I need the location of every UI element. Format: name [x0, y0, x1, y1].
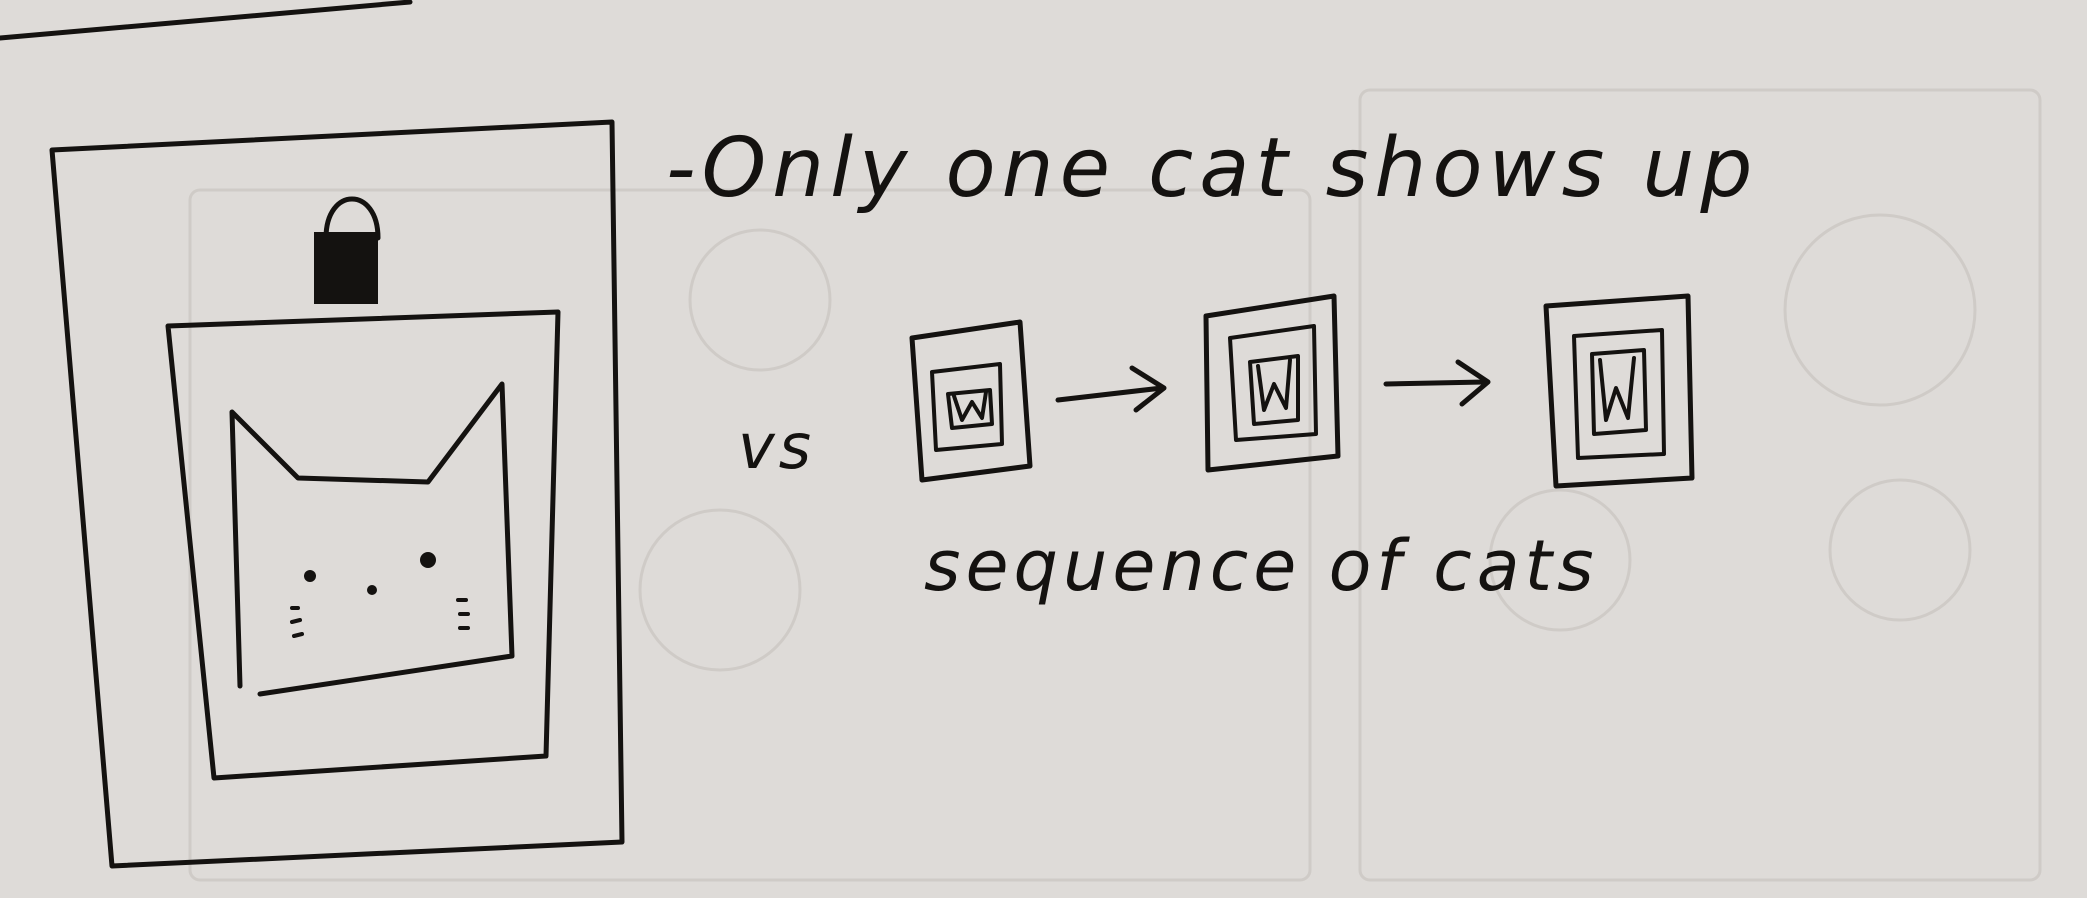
paper-bleed-through: [188, 88, 2042, 882]
right-arrow-icon: [1055, 365, 1167, 413]
mini-cat-frame-icon: [1543, 293, 1695, 489]
mini-cat-frame-icon: [1203, 293, 1341, 473]
note-only-one-cat: -Only one cat shows up: [666, 121, 1758, 216]
locked-cat-frame-icon: [49, 119, 625, 869]
mini-cat-frame-icon: [909, 319, 1033, 483]
note-sequence-of-cats: sequence of cats: [924, 525, 1599, 607]
cat-face-icon: [229, 381, 515, 697]
note-vs: vs: [738, 410, 815, 483]
right-arrow-icon: [1383, 359, 1491, 407]
inner-frame: [165, 309, 561, 781]
padlock-icon: [314, 196, 381, 304]
outer-frame: [49, 119, 625, 869]
top-edge-stroke: [0, 0, 413, 41]
